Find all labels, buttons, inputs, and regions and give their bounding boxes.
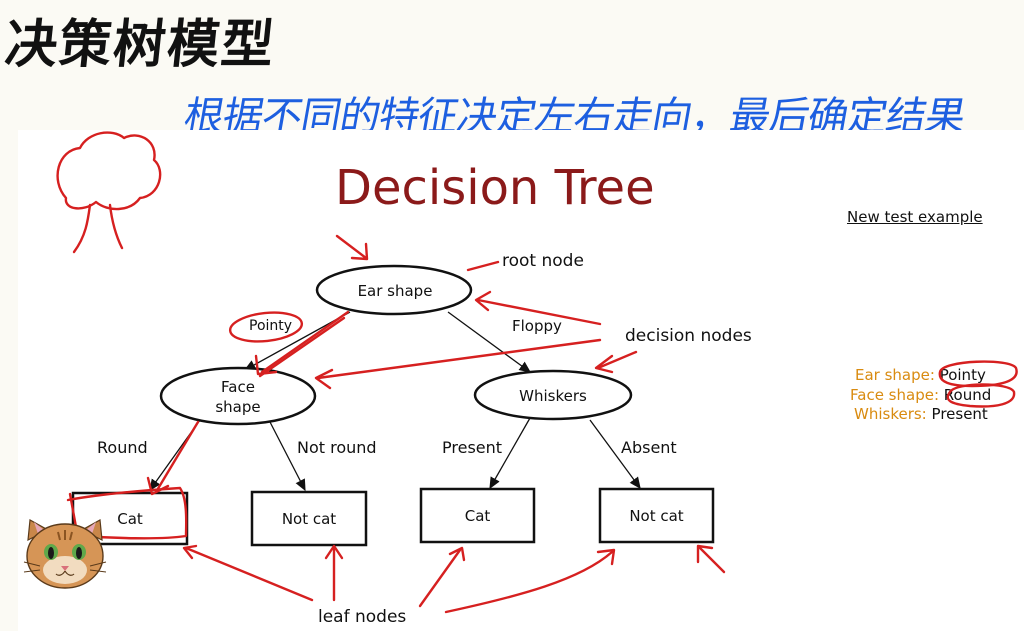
face-node-label: Face shape: [215, 378, 261, 416]
leaf-label: Not cat: [281, 510, 337, 528]
annotation-root-node: root node: [502, 251, 584, 271]
example-key: Whiskers:: [854, 405, 927, 423]
annotation-leaf-nodes: leaf nodes: [318, 607, 407, 627]
edge-label-pointy: Pointy: [249, 318, 293, 334]
edge-absent: [589, 419, 641, 490]
edge-not-round: [269, 421, 306, 492]
root-node-label: Ear shape: [357, 282, 433, 300]
slide-title: Decision Tree: [335, 160, 655, 216]
example-key: Ear shape:: [855, 366, 935, 384]
edge-label-floppy: Floppy: [512, 317, 562, 335]
example-value: Present: [931, 405, 988, 423]
example-heading: New test example: [847, 208, 983, 226]
leaf-label: Not cat: [629, 507, 684, 525]
annotation-decision-nodes: decision nodes: [625, 326, 752, 346]
edge-label-round: Round: [97, 438, 148, 457]
whiskers-node-label: Whiskers: [519, 387, 587, 405]
decision-node-face: [159, 366, 317, 426]
leaf-label: Cat: [117, 510, 143, 528]
edge-label-present: Present: [442, 438, 503, 457]
edge-round: [149, 419, 201, 492]
example-row: Whiskers: Present: [854, 405, 988, 423]
leaf-node-2: [250, 490, 368, 547]
edge-present: [489, 417, 531, 490]
leaf-label: Cat: [464, 507, 491, 525]
root-node: [315, 264, 473, 316]
edge-label-not-round: Not round: [297, 438, 377, 457]
example-key: Face shape:: [850, 386, 940, 404]
edge-label-absent: Absent: [621, 438, 677, 457]
leaf-node-4: [598, 487, 715, 544]
leaf-node-3: [419, 487, 536, 544]
